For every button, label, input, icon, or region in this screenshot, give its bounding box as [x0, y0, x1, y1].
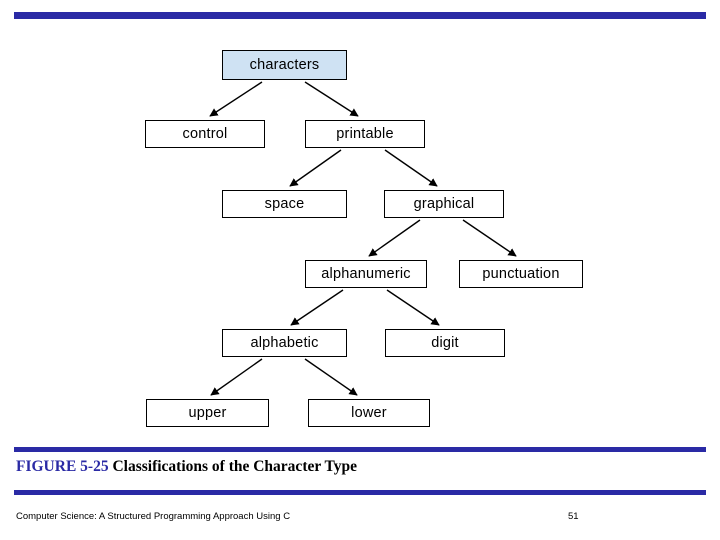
classification-tree-diagram: characters control printable space graph… [0, 24, 720, 439]
footer-book-title: Computer Science: A Structured Programmi… [16, 511, 291, 522]
node-label: upper [188, 405, 227, 421]
edge-alphabetic-upper [210, 358, 263, 396]
node-control[interactable]: control [145, 120, 265, 148]
node-label: space [264, 196, 305, 212]
figure-number: FIGURE 5-25 [16, 458, 109, 475]
edge-graphical-punctuation [462, 219, 517, 257]
edge-alphanumeric-alphabetic [290, 289, 344, 326]
tree-edges [209, 81, 517, 396]
node-label: characters [249, 57, 320, 73]
node-characters[interactable]: characters [222, 50, 347, 80]
edge-printable-space [289, 149, 342, 187]
node-label: control [182, 126, 228, 142]
node-digit[interactable]: digit [385, 329, 505, 357]
top-rule [14, 12, 706, 19]
figure-caption-text: Classifications of the Character Type [112, 458, 357, 475]
node-upper[interactable]: upper [146, 399, 269, 427]
node-space[interactable]: space [222, 190, 347, 218]
node-label: digit [431, 335, 459, 351]
node-label: printable [336, 126, 394, 142]
node-printable[interactable]: printable [305, 120, 425, 148]
edge-printable-graphical [384, 149, 438, 187]
node-label: alphabetic [250, 335, 319, 351]
edge-alphabetic-lower [304, 358, 358, 396]
node-graphical[interactable]: graphical [384, 190, 504, 218]
node-label: punctuation [482, 266, 560, 282]
edge-characters-printable [304, 81, 359, 117]
footer-page-number: 51 [568, 511, 579, 522]
edge-alphanumeric-digit [386, 289, 440, 326]
figure-caption: FIGURE 5-25 Classifications of the Chara… [16, 458, 357, 476]
edge-characters-control [209, 81, 263, 117]
node-alphanumeric[interactable]: alphanumeric [305, 260, 427, 288]
bottom-rule [14, 490, 706, 495]
middle-rule [14, 447, 706, 452]
node-alphabetic[interactable]: alphabetic [222, 329, 347, 357]
node-label: lower [351, 405, 387, 421]
node-label: alphanumeric [321, 266, 411, 282]
node-lower[interactable]: lower [308, 399, 430, 427]
node-label: graphical [413, 196, 475, 212]
node-punctuation[interactable]: punctuation [459, 260, 583, 288]
edge-graphical-alphanumeric [368, 219, 421, 257]
